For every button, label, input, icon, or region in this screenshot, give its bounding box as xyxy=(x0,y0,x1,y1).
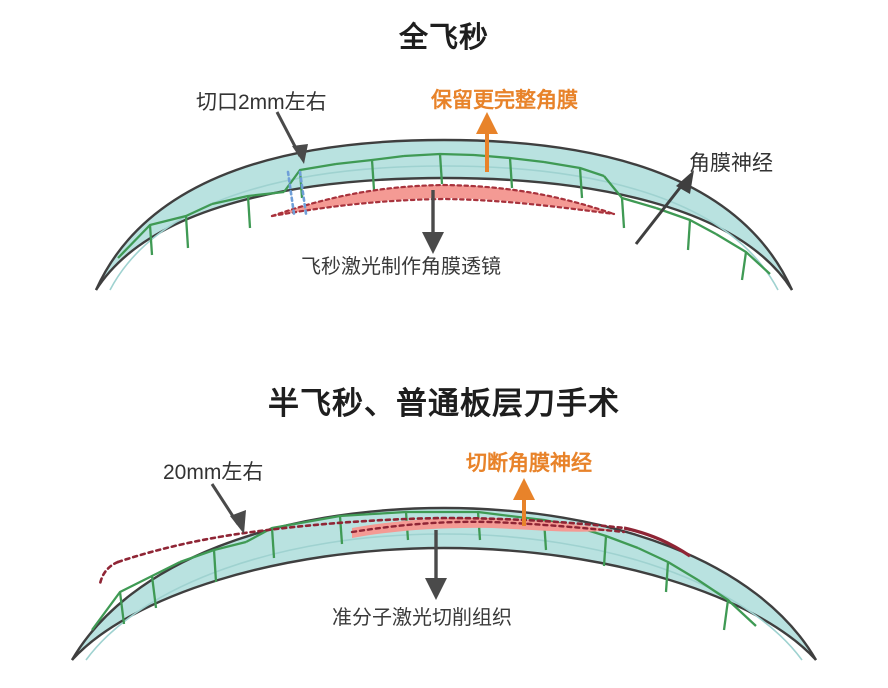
corneal-nerves-bottom xyxy=(91,510,757,631)
arrow-highlight-top xyxy=(476,112,498,172)
incision-marker-top xyxy=(286,170,308,216)
arrow-incision-top xyxy=(275,111,308,164)
panel-title-smile: 全飞秒 xyxy=(398,22,489,54)
label-incision-size-lasik: 20mm左右 xyxy=(163,461,264,484)
lenticule-top xyxy=(270,183,616,218)
ablation-zone-bottom xyxy=(352,517,612,538)
label-highlight-smile: 保留更完整角膜 xyxy=(431,89,578,112)
arrow-caption-top xyxy=(422,190,444,254)
cornea-inner-line-top xyxy=(109,165,779,291)
arrow-nerve-top xyxy=(634,170,694,245)
label-incision-size-smile: 切口2mm左右 xyxy=(196,91,327,114)
panel-title-femto-lasik: 半飞秒、普通板层刀手术 xyxy=(268,386,620,421)
arrow-highlight-bottom xyxy=(513,478,535,526)
caption-lasik: 准分子激光切削组织 xyxy=(332,607,512,629)
label-highlight-lasik: 切断角膜神经 xyxy=(466,452,592,475)
cornea-arc-top xyxy=(94,138,794,291)
arrow-incision-bottom xyxy=(210,483,246,534)
corneal-nerves-top xyxy=(117,152,771,281)
arrow-caption-bottom xyxy=(425,530,447,600)
label-corneal-nerve-smile: 角膜神经 xyxy=(689,152,773,175)
cornea-inner-line-bottom xyxy=(85,533,803,661)
flap-cut-line-bottom xyxy=(98,516,691,586)
caption-smile: 飞秒激光制作角膜透镜 xyxy=(301,256,501,278)
